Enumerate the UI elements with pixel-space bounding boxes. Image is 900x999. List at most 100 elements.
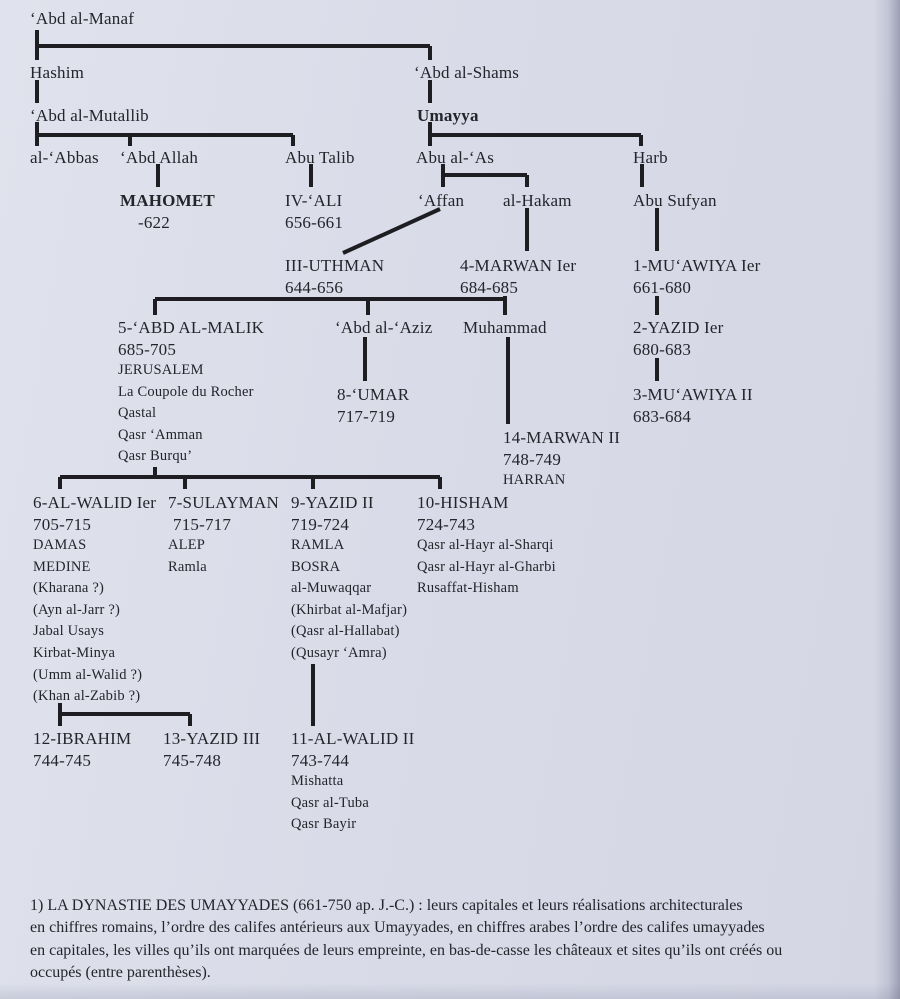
person-name: Abu al-‘As — [416, 148, 495, 167]
person-place: ALEP — [168, 537, 206, 553]
person-place: Qasr al-Hayr al-Gharbi — [417, 558, 556, 575]
person-dates: 656-661 — [285, 212, 344, 232]
person-abu-sufyan: Abu Sufyan — [633, 190, 717, 212]
person-abu-al-as: Abu al-‘As — [416, 147, 494, 169]
person-name: ‘Abd al-Manaf — [30, 9, 135, 28]
person-name: al-Hakam — [503, 191, 572, 210]
person-hashim: Hashim — [30, 62, 84, 84]
person-name: Abu Sufyan — [633, 191, 717, 210]
person-ibrahim: 12-IBRAHIM 744-745 — [33, 728, 131, 771]
person-al-hakam: al-Hakam — [503, 190, 572, 212]
person-place: Jabal Usays — [33, 623, 105, 640]
person-umayya: Umayya — [417, 105, 479, 127]
person-hisham: 10-HISHAM 724-743 Qasr al-Hayr al-Sharqi… — [417, 492, 556, 600]
person-name: Abu Talib — [285, 148, 355, 167]
person-abd-al-malik: 5-‘ABD AL-MALIK 685-705 JERUSALEM La Cou… — [118, 317, 264, 468]
person-place: (Khirbat al-Mafjar) — [291, 601, 408, 618]
person-name: 3-MU‘AWIYA II — [633, 385, 753, 404]
person-name: 9-YAZID II — [291, 493, 374, 512]
person-abd-al-shams: ‘Abd al-Shams — [414, 62, 519, 84]
person-name: al-‘Abbas — [30, 148, 99, 167]
person-abd-al-mutallib: ‘Abd al-Mutallib — [30, 105, 149, 127]
person-dates: 715-717 — [173, 514, 232, 534]
person-al-abbas: al-‘Abbas — [30, 147, 99, 169]
person-abd-al-manaf: ‘Abd al-Manaf — [30, 8, 134, 30]
person-dates: 744-745 — [33, 750, 92, 770]
person-name: Harb — [633, 148, 668, 167]
caption-line: en capitales, les villes qu’ils ont marq… — [30, 941, 783, 959]
person-name: 13-YAZID III — [163, 729, 261, 748]
person-name: Muhammad — [463, 318, 547, 337]
person-name: IV-‘ALI — [285, 191, 343, 210]
person-name: Umayya — [417, 106, 479, 125]
person-dates: 685-705 — [118, 339, 177, 359]
person-dates: 705-715 — [33, 514, 92, 534]
person-name: ‘Abd al-Shams — [414, 63, 520, 82]
person-place: MEDINE — [33, 558, 91, 575]
person-place: La Coupole du Rocher — [118, 383, 254, 400]
person-name: 1-MU‘AWIYA Ier — [633, 256, 761, 275]
person-place: Qasr al-Tuba — [291, 794, 369, 811]
person-abd-allah: ‘Abd Allah — [120, 147, 198, 169]
person-walid-1: 6-AL-WALID Ier 705-715 DAMAS MEDINE (Kha… — [33, 492, 156, 708]
person-place: HARRAN — [503, 472, 566, 488]
caption-line: occupés (entre parenthèses). — [30, 964, 211, 982]
person-place: Qastal — [118, 405, 157, 422]
person-dates: 684-685 — [460, 277, 519, 297]
person-dates: 683-684 — [633, 406, 692, 426]
person-mahomet: MAHOMET -622 — [120, 190, 215, 233]
person-place: Qasr Bayir — [291, 816, 357, 833]
person-name: MAHOMET — [120, 191, 215, 210]
person-yazid-3: 13-YAZID III 745-748 — [163, 728, 260, 771]
person-name: 10-HISHAM — [417, 493, 509, 512]
person-yazid-2: 9-YAZID II 719-724 RAMLA BOSRA al-Muwaqq… — [291, 492, 407, 665]
person-place: (Kharana ?) — [33, 580, 105, 597]
person-name: 8-‘UMAR — [337, 385, 410, 404]
person-place: Qasr Burqu’ — [118, 448, 193, 465]
person-dates: 745-748 — [163, 750, 222, 770]
person-ali: IV-‘ALI 656-661 — [285, 190, 343, 233]
person-affan: ‘Affan — [418, 190, 464, 212]
person-name: 14-MARWAN II — [503, 428, 621, 447]
person-place: (Ayn al-Jarr ?) — [33, 601, 121, 618]
person-muawiya-2: 3-MU‘AWIYA II 683-684 — [633, 384, 753, 427]
person-place: JERUSALEM — [118, 362, 204, 378]
person-place: (Umm al-Walid ?) — [33, 666, 143, 683]
person-dates: 724-743 — [417, 514, 476, 534]
person-muhammad: Muhammad — [463, 317, 547, 339]
person-place: Ramla — [168, 558, 207, 575]
figure-caption: 1) LA DYNASTIE DES UMAYYADES (661-750 ap… — [30, 895, 782, 985]
person-name: ‘Affan — [418, 191, 465, 210]
person-muawiya-1: 1-MU‘AWIYA Ier 661-680 — [633, 255, 761, 298]
person-dates: 644-656 — [285, 277, 344, 297]
person-place: Qasr al-Hayr al-Sharqi — [417, 537, 554, 553]
person-place: (Khan al-Zabib ?) — [33, 688, 141, 705]
person-name: Hashim — [30, 63, 85, 82]
person-uthman: III-UTHMAN 644-656 — [285, 255, 384, 298]
caption-line: en chiffres romains, l’ordre des califes… — [30, 919, 765, 937]
person-place: al-Muwaqqar — [291, 580, 372, 597]
person-place: Mishatta — [291, 773, 344, 789]
person-harb: Harb — [633, 147, 668, 169]
person-dates: 680-683 — [633, 339, 692, 359]
person-dates: 743-744 — [291, 750, 350, 770]
caption-line: 1) LA DYNASTIE DES UMAYYADES (661-750 ap… — [30, 897, 743, 914]
person-walid-2: 11-AL-WALID II 743-744 Mishatta Qasr al-… — [291, 728, 415, 836]
person-place: RAMLA — [291, 537, 345, 553]
person-place: Kirbat-Minya — [33, 644, 116, 661]
person-name: 6-AL-WALID Ier — [33, 493, 157, 512]
person-umar: 8-‘UMAR 717-719 — [337, 384, 409, 427]
person-name: ‘Abd al-Mutallib — [30, 106, 149, 125]
person-name: 11-AL-WALID II — [291, 729, 415, 748]
person-marwan-1: 4-MARWAN Ier 684-685 — [460, 255, 576, 298]
person-dates: 661-680 — [633, 277, 692, 297]
person-name: 2-YAZID Ier — [633, 318, 724, 337]
person-abd-al-aziz: ‘Abd al-‘Aziz — [335, 317, 432, 339]
person-name: 7-SULAYMAN — [168, 493, 279, 512]
person-place: BOSRA — [291, 558, 341, 575]
person-name: 4-MARWAN Ier — [460, 256, 577, 275]
person-name: 12-IBRAHIM — [33, 729, 132, 748]
person-place: (Qusayr ‘Amra) — [291, 644, 387, 661]
